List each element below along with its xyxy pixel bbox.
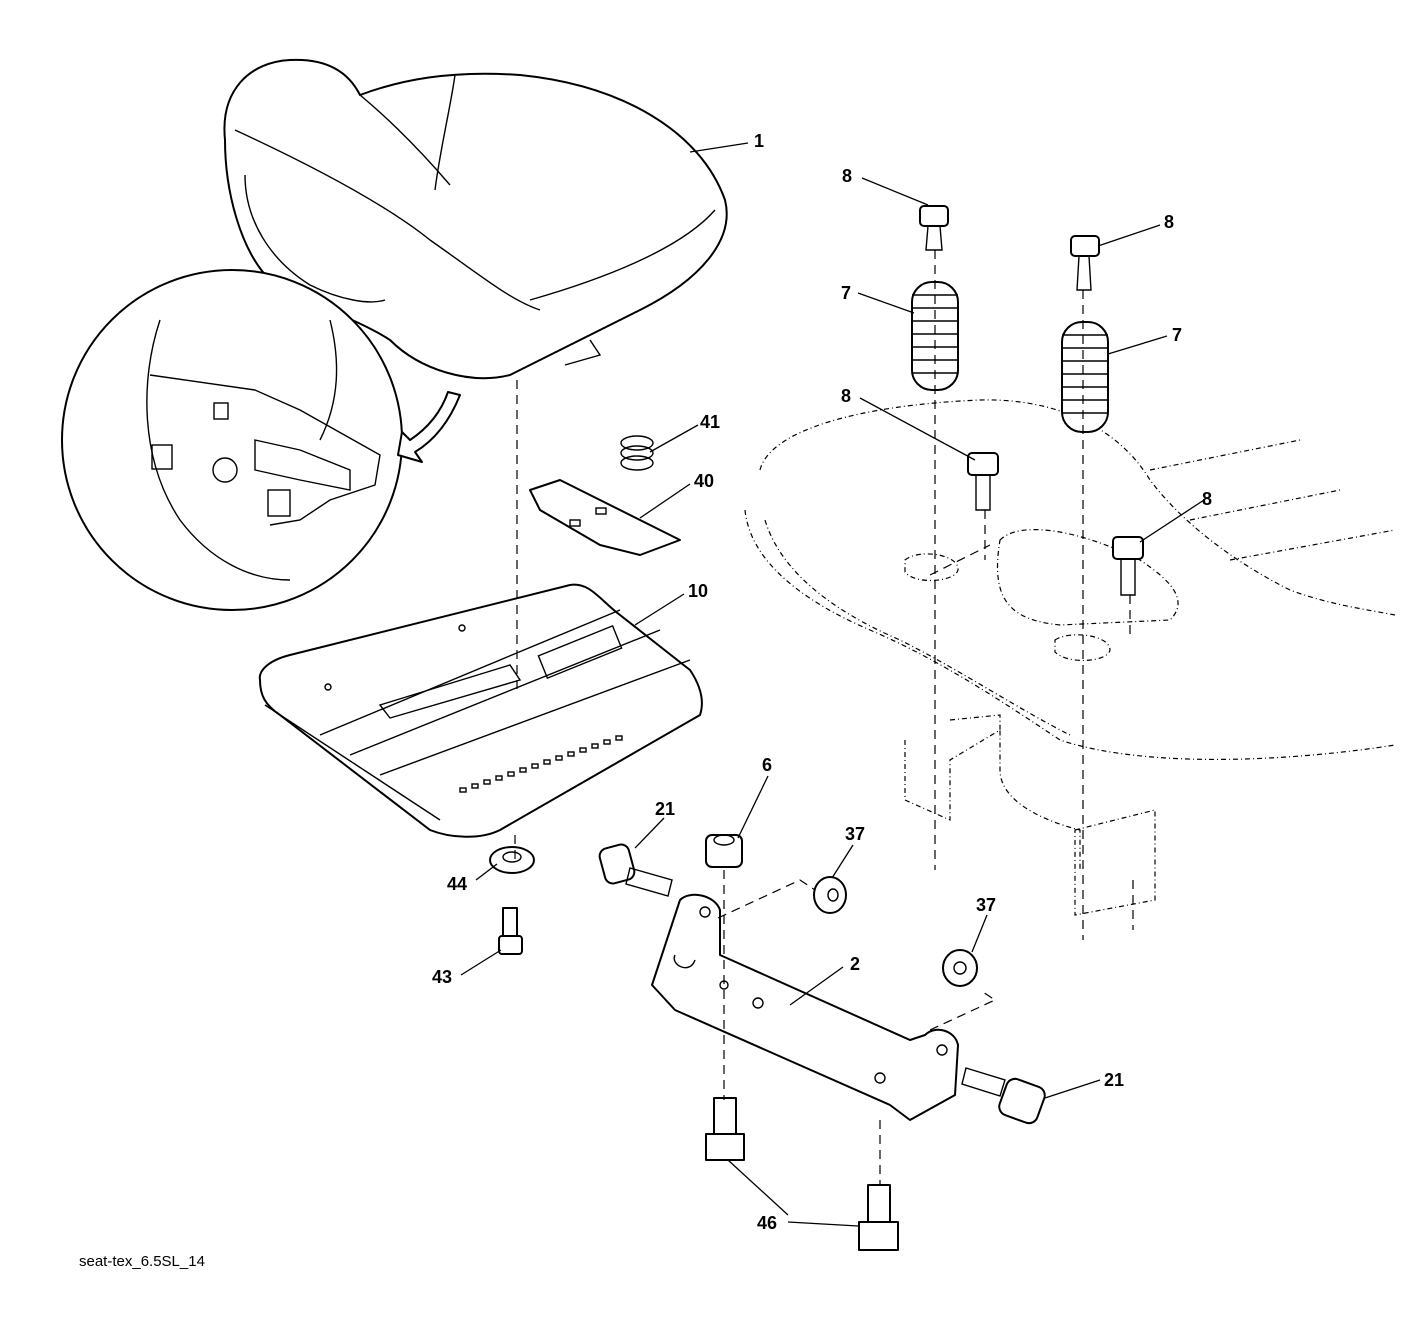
detail-inset [61,269,461,611]
bolt-46-right [858,1184,899,1251]
callout-2: 2 [850,954,860,974]
bolt-46-left [705,1097,745,1161]
latch-plate [529,479,681,556]
screw-mid-right [1112,536,1144,596]
callout-43: 43 [432,967,452,987]
bolt-43 [498,907,523,955]
callout-8-top-left: 8 [842,166,852,186]
screw-top-left [919,205,949,251]
seat-bracket [651,893,959,1121]
callout-41: 41 [700,412,720,432]
callout-46: 46 [757,1213,777,1233]
diagram-caption: seat-tex_6.5SL_14 [79,1253,205,1270]
callouts: 1 8 8 7 7 8 8 41 40 10 6 21 37 44 37 43 … [432,131,1212,1233]
callout-37-upper: 37 [845,824,865,844]
washer-44 [489,846,535,874]
callout-7-left: 7 [841,283,851,303]
callout-37-lower: 37 [976,895,996,915]
seat-pan [258,583,703,838]
bolt-left [598,843,673,897]
nut-37-lower [942,949,978,987]
screw-top-right [1070,235,1100,291]
callout-1: 1 [754,131,764,151]
spring-right [1061,321,1109,433]
callout-8-top-right: 8 [1164,212,1174,232]
screw-mid-left [967,452,999,511]
callout-44: 44 [447,874,467,894]
mower-frame [744,399,1396,916]
callout-8-mid-left: 8 [841,386,851,406]
callout-6: 6 [762,755,772,775]
callout-8-mid-right: 8 [1202,489,1212,509]
leader-lines [460,142,1205,1227]
callout-7-right: 7 [1172,325,1182,345]
bolt-right [961,1067,1046,1125]
callout-40: 40 [694,471,714,491]
callout-21-left: 21 [655,799,675,819]
callout-10: 10 [688,581,708,601]
nut-6 [705,834,743,868]
spring-small [620,435,654,471]
callout-21-right: 21 [1104,1070,1124,1090]
alignment-lines [514,250,1134,1185]
nut-37-upper [813,876,847,914]
seat-pan-slots [459,735,623,793]
